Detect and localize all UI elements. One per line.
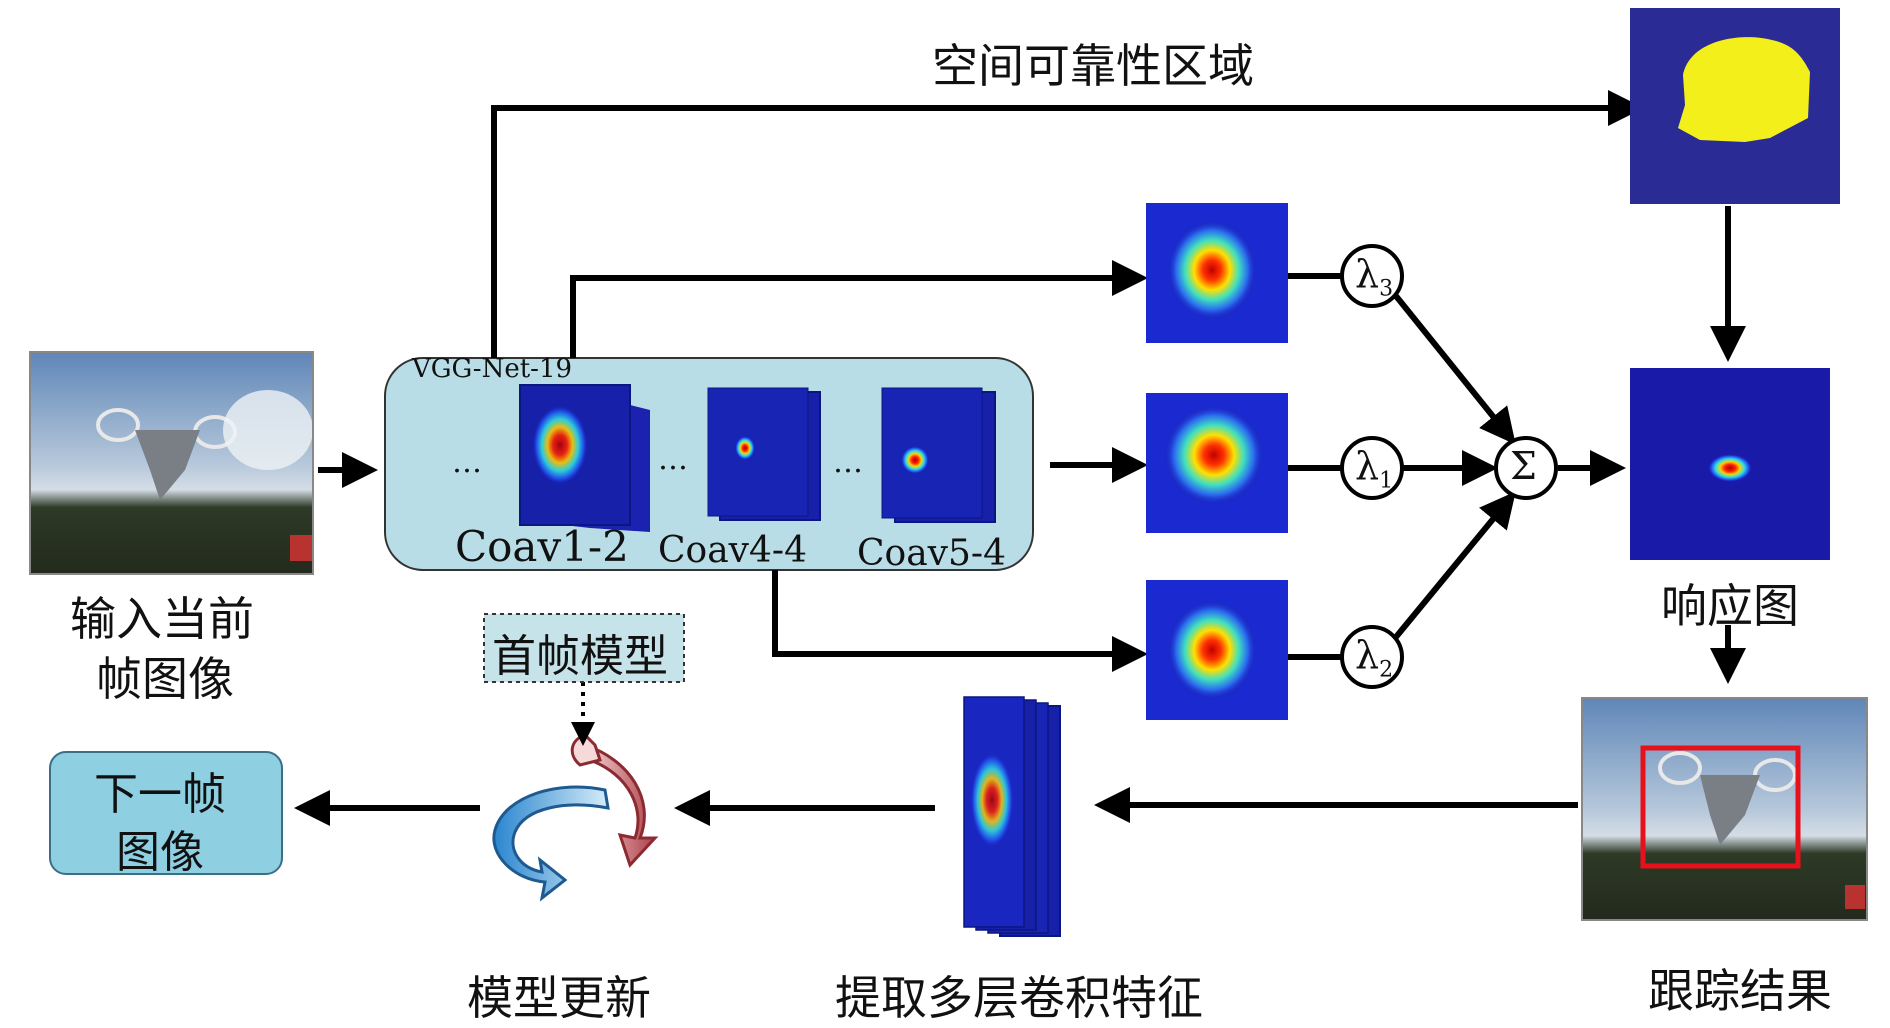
first-frame-model-label: 首帧模型 bbox=[492, 631, 668, 682]
heatmap-mid bbox=[1146, 393, 1288, 533]
conv5-label: Coav5-4 bbox=[857, 533, 1006, 574]
conv-block-3 bbox=[881, 387, 996, 523]
ellipsis-1: … bbox=[452, 445, 482, 480]
lambda1-label: λ1 bbox=[1355, 444, 1394, 494]
sum-label: Σ bbox=[1510, 444, 1537, 488]
conv-block-1 bbox=[519, 384, 650, 532]
vgg-label: VGG-Net-19 bbox=[412, 354, 573, 384]
arrow-lambda3-to-sum bbox=[1393, 294, 1516, 445]
multi-layer-features bbox=[963, 696, 1061, 937]
sum-circle bbox=[1494, 436, 1558, 500]
tracking-result-image bbox=[1581, 697, 1868, 921]
input-frame-label-line2: 帧图像 bbox=[96, 652, 234, 706]
arrow-to-heatmap-top bbox=[570, 260, 1148, 358]
response-map-image bbox=[1630, 368, 1830, 560]
spatial-region-label: 空间可靠性区域 bbox=[932, 39, 1254, 93]
arrow-to-heatmap-bottom bbox=[772, 570, 1148, 672]
conv4-label: Coav4-4 bbox=[658, 530, 807, 571]
next-frame-label-line1: 下一帧 bbox=[94, 769, 226, 820]
heatmap-top bbox=[1146, 203, 1288, 343]
arrow-to-spatial-region bbox=[491, 90, 1644, 358]
conv-block-2 bbox=[707, 387, 821, 521]
tracking-box bbox=[1640, 745, 1801, 869]
lambda3-circle bbox=[1340, 244, 1404, 308]
spatial-region-image bbox=[1630, 8, 1840, 204]
input-frame-label-line1: 输入当前 bbox=[70, 592, 254, 646]
lambda2-circle bbox=[1340, 625, 1404, 689]
model-update-icon bbox=[492, 733, 659, 902]
tracking-result-label: 跟踪结果 bbox=[1648, 964, 1832, 1018]
ellipsis-3: … bbox=[833, 445, 863, 480]
input-frame-image bbox=[29, 351, 314, 575]
model-update-label: 模型更新 bbox=[467, 971, 651, 1025]
extract-features-label: 提取多层卷积特征 bbox=[835, 971, 1203, 1025]
conv1-label: Coav1-2 bbox=[455, 522, 629, 571]
arrow-lambda2-to-sum bbox=[1393, 491, 1516, 639]
heatmap-bottom bbox=[1146, 580, 1288, 720]
first-frame-model-box bbox=[483, 613, 685, 683]
lambda3-label: λ3 bbox=[1355, 252, 1394, 302]
ellipsis-2: … bbox=[658, 442, 688, 477]
next-frame-box bbox=[49, 751, 283, 875]
response-map-label: 响应图 bbox=[1661, 579, 1799, 633]
next-frame-label-line2: 图像 bbox=[116, 827, 204, 878]
lambda2-label: λ2 bbox=[1355, 633, 1394, 683]
